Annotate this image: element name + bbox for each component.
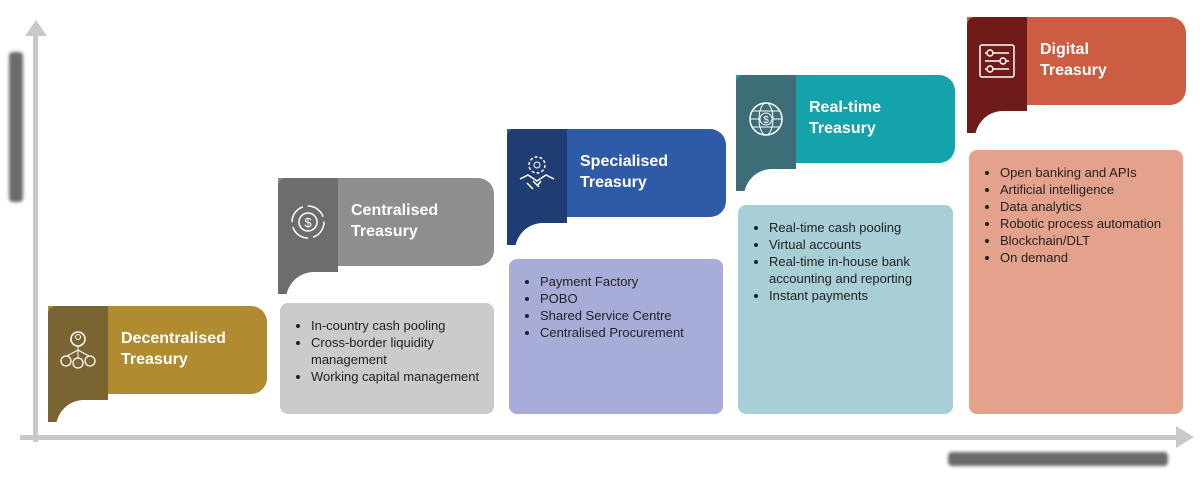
- sliders-icon: [979, 44, 1015, 78]
- stage-card-specialised: Payment FactoryPOBOShared Service Centre…: [509, 259, 723, 414]
- list-item: Data analytics: [1000, 198, 1173, 215]
- list-item: Centralised Procurement: [540, 324, 713, 341]
- stage-card-digital: Open banking and APIsArtificial intellig…: [969, 150, 1183, 414]
- y-axis-label: [9, 52, 23, 202]
- y-axis: [33, 30, 38, 442]
- handshake-gear-icon: [519, 156, 555, 190]
- list-item: Real-time in-house bank accounting and r…: [769, 253, 943, 287]
- feature-list: In-country cash poolingCross-border liqu…: [298, 317, 484, 385]
- list-item: Payment Factory: [540, 273, 713, 290]
- tab-fold: [56, 400, 126, 428]
- tab-fold: [286, 272, 356, 300]
- stage-card-centralised: In-country cash poolingCross-border liqu…: [280, 303, 494, 414]
- feature-list: Open banking and APIsArtificial intellig…: [987, 164, 1173, 266]
- list-item: Robotic process automation: [1000, 215, 1173, 232]
- x-axis: [20, 435, 1180, 440]
- list-item: Working capital management: [311, 368, 484, 385]
- list-item: On demand: [1000, 249, 1173, 266]
- list-item: Open banking and APIs: [1000, 164, 1173, 181]
- people-hierarchy-icon: [60, 331, 96, 369]
- feature-list: Real-time cash poolingVirtual accountsRe…: [756, 219, 943, 304]
- list-item: POBO: [540, 290, 713, 307]
- list-item: In-country cash pooling: [311, 317, 484, 334]
- x-axis-label: [948, 452, 1168, 466]
- list-item: Cross-border liquidity management: [311, 334, 484, 368]
- list-item: Artificial intelligence: [1000, 181, 1173, 198]
- list-item: Blockchain/DLT: [1000, 232, 1173, 249]
- feature-list: Payment FactoryPOBOShared Service Centre…: [527, 273, 713, 341]
- list-item: Shared Service Centre: [540, 307, 713, 324]
- y-axis-arrow-icon: [25, 20, 47, 36]
- stage-card-realtime: Real-time cash poolingVirtual accountsRe…: [738, 205, 953, 414]
- svg-text:$: $: [304, 215, 312, 230]
- tab-fold: [515, 223, 585, 251]
- x-axis-arrow-icon: [1176, 426, 1194, 448]
- list-item: Real-time cash pooling: [769, 219, 943, 236]
- list-item: Virtual accounts: [769, 236, 943, 253]
- globe-dollar-icon: $: [749, 102, 783, 136]
- tab-fold: [744, 169, 814, 197]
- list-item: Instant payments: [769, 287, 943, 304]
- svg-text:$: $: [763, 115, 769, 126]
- tab-fold: [975, 111, 1045, 139]
- dollar-cycle-icon: $: [291, 205, 325, 239]
